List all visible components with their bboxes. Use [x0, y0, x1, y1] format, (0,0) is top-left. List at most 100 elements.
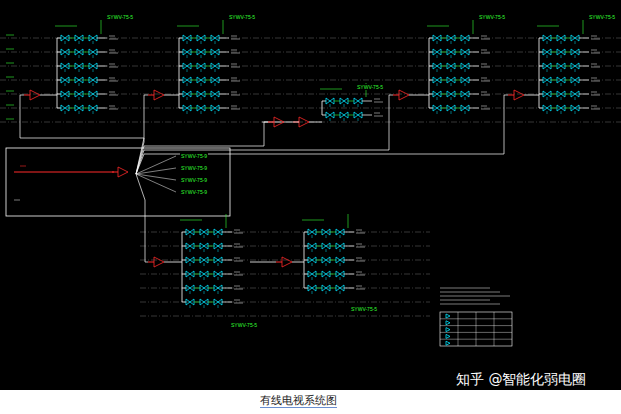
feeder-split [136, 174, 176, 192]
tap-leg [93, 69, 94, 72]
tap-link [208, 260, 214, 261]
outlet-line [97, 94, 107, 95]
outlet-line [344, 260, 354, 261]
branch-line [304, 232, 308, 233]
outlet-line [97, 108, 107, 109]
tap-leg [451, 97, 452, 100]
tap-symbol [547, 63, 551, 69]
tap-symbol [358, 112, 362, 118]
tap-link [565, 66, 571, 67]
tap-symbol [190, 229, 194, 235]
tap-symbol [187, 35, 191, 41]
tap-leg [437, 97, 438, 100]
tap-leg [215, 83, 216, 86]
tap-symbol [575, 105, 579, 111]
tap-leg [93, 83, 94, 86]
tap-link [191, 66, 197, 67]
tap-symbol [79, 63, 83, 69]
table-symbol [446, 321, 450, 325]
outlet-line [579, 66, 589, 67]
branch-line [322, 115, 326, 116]
branch-line [539, 108, 543, 109]
tap-symbol [190, 271, 194, 277]
tap-link [69, 66, 75, 67]
tap-leg [204, 305, 205, 308]
tap-leg [575, 55, 576, 58]
tap-leg [201, 97, 202, 100]
tap-leg [79, 111, 80, 114]
tap-leg [312, 263, 313, 266]
tiny-text-mark [481, 50, 487, 51]
tap-link [208, 302, 214, 303]
tap-link [194, 232, 200, 233]
branch-line [304, 288, 308, 289]
tap-leg [340, 263, 341, 266]
outlet-line [222, 288, 232, 289]
tap-symbol [65, 77, 69, 83]
tap-leg [201, 83, 202, 86]
tap-symbol [561, 91, 565, 97]
tap-leg [65, 55, 66, 58]
tap-symbol [187, 63, 191, 69]
floor-line [140, 302, 430, 303]
tiny-text-mark [481, 106, 487, 107]
tiny-text-mark [109, 106, 115, 107]
tap-link [565, 38, 571, 39]
tap-symbol [561, 105, 565, 111]
tiny-text-mark [356, 272, 362, 273]
group-heading-mark [320, 89, 342, 90]
tap-link [565, 108, 571, 109]
outlet-line [362, 115, 372, 116]
tap-symbol [204, 243, 208, 249]
amplifier-symbol [514, 90, 524, 100]
group-heading-mark [537, 26, 559, 27]
tap-symbol [204, 285, 208, 291]
tap-leg [326, 277, 327, 280]
tap-leg [65, 111, 66, 114]
cable-label: SYWV-75-5 [588, 14, 616, 20]
tiny-text-mark [109, 78, 115, 79]
tap-link [208, 274, 214, 275]
feeder-split [136, 156, 176, 174]
tap-link [455, 108, 461, 109]
tiny-text-mark [234, 272, 240, 273]
tap-link [316, 288, 322, 289]
tap-link [205, 94, 211, 95]
tap-leg [187, 69, 188, 72]
tap-symbol [187, 105, 191, 111]
outlet-line [222, 232, 232, 233]
branch-line [179, 94, 183, 95]
tap-link [565, 94, 571, 95]
amplifier-input [276, 262, 282, 263]
outlet-line [344, 232, 354, 233]
tap-link [205, 80, 211, 81]
tap-symbol [65, 105, 69, 111]
tap-symbol [201, 105, 205, 111]
tap-symbol [218, 243, 222, 249]
tap-link [316, 260, 322, 261]
tiny-text-mark [234, 247, 243, 248]
branch-line [429, 66, 433, 67]
trunk-line [250, 262, 276, 263]
tap-leg [79, 55, 80, 58]
tiny-text-mark [591, 106, 597, 107]
tap-leg [201, 41, 202, 44]
feeder-line [20, 95, 144, 174]
tiny-text-mark [356, 286, 362, 287]
table-rule [494, 312, 495, 346]
branch-line [429, 108, 433, 109]
tap-leg [358, 104, 359, 107]
cable-label: SYWV-75-5 [350, 306, 378, 312]
tap-leg [215, 97, 216, 100]
tap-link [83, 38, 89, 39]
tap-leg [201, 55, 202, 58]
tap-symbol [465, 77, 469, 83]
amplifier-symbol [118, 167, 128, 177]
tap-symbol [215, 105, 219, 111]
tiny-text-mark [109, 36, 115, 37]
tap-leg [79, 69, 80, 72]
branch-line [182, 246, 186, 247]
tap-link [191, 94, 197, 95]
tap-symbol [218, 299, 222, 305]
